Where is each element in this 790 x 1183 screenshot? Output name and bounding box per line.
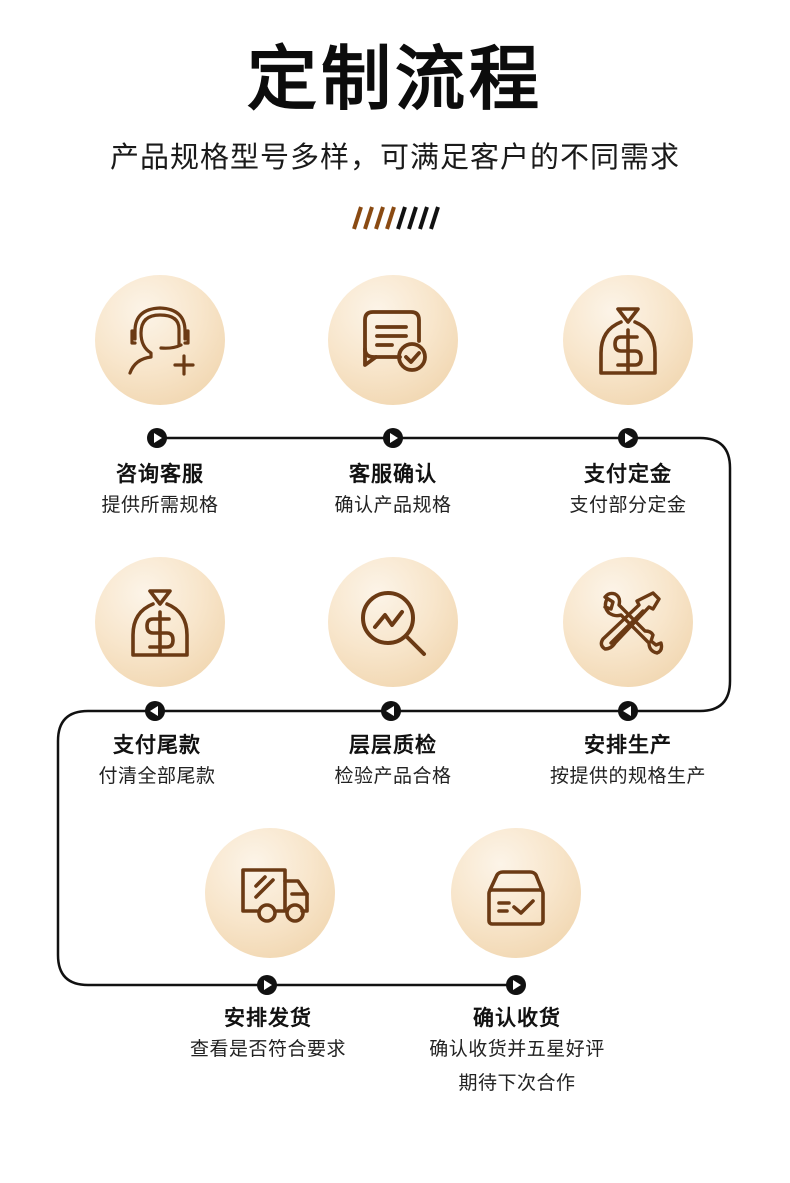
step-2-node-arrow-right-icon — [383, 428, 403, 448]
step-5: 层层质检 检验产品合格 — [273, 731, 513, 793]
step-title: 安排生产 — [584, 733, 672, 757]
step-5-icon-circle — [328, 557, 458, 687]
delivery-truck-icon — [241, 868, 309, 923]
step-1-icon-circle — [95, 275, 225, 405]
step-description-line-2: 期待下次合作 — [458, 1072, 576, 1094]
step-7: 安排发货 查看是否符合要求 — [148, 1004, 388, 1066]
step-1: 咨询客服 提供所需规格 — [40, 460, 280, 522]
step-title: 安排发货 — [224, 1006, 312, 1030]
document-check-icon — [363, 310, 427, 372]
step-6-icon-circle — [95, 557, 225, 687]
wrench-screwdriver-icon — [599, 591, 664, 655]
step-8: 确认收货 确认收货并五星好评 期待下次合作 — [397, 1004, 637, 1100]
step-4: 安排生产 按提供的规格生产 — [508, 731, 748, 793]
step-6-node-arrow-left-icon — [145, 701, 165, 721]
step-title: 支付定金 — [584, 462, 672, 486]
step-7-icon-circle — [205, 828, 335, 958]
step-6: 支付尾款 付清全部尾款 — [37, 731, 277, 793]
step-title: 咨询客服 — [116, 462, 204, 486]
step-description: 确认产品规格 — [334, 494, 452, 516]
step-description: 提供所需规格 — [101, 494, 219, 516]
money-bag-icon — [599, 307, 657, 375]
step-description: 付清全部尾款 — [98, 765, 216, 787]
step-3-node-arrow-right-icon — [618, 428, 638, 448]
magnifier-chart-icon — [361, 591, 426, 656]
step-3: 支付定金 支付部分定金 — [508, 460, 748, 522]
step-description: 查看是否符合要求 — [189, 1038, 346, 1060]
step-2: 客服确认 确认产品规格 — [273, 460, 513, 522]
step-title: 客服确认 — [349, 462, 437, 486]
step-description: 检验产品合格 — [334, 765, 452, 787]
step-description: 确认收货并五星好评 — [429, 1038, 605, 1060]
step-title: 支付尾款 — [113, 733, 201, 757]
step-title: 层层质检 — [349, 733, 437, 757]
step-1-node-arrow-right-icon — [147, 428, 167, 448]
step-4-icon-circle — [563, 557, 693, 687]
step-title: 确认收货 — [473, 1006, 561, 1030]
page-title: 定制流程 — [247, 38, 543, 120]
step-8-node-arrow-right-icon — [506, 975, 526, 995]
step-description: 支付部分定金 — [569, 494, 687, 516]
customer-service-headset-icon — [128, 306, 195, 376]
page-subtitle: 产品规格型号多样，可满足客户的不同需求 — [109, 140, 680, 174]
slash-divider-icon — [352, 206, 440, 230]
step-3-icon-circle — [563, 275, 693, 405]
step-8-icon-circle — [451, 828, 581, 958]
package-check-icon — [487, 870, 545, 926]
step-7-node-arrow-right-icon — [257, 975, 277, 995]
step-description: 按提供的规格生产 — [549, 765, 706, 787]
money-bag-icon — [131, 589, 189, 657]
step-4-node-arrow-left-icon — [618, 701, 638, 721]
step-2-icon-circle — [328, 275, 458, 405]
step-5-node-arrow-left-icon — [381, 701, 401, 721]
